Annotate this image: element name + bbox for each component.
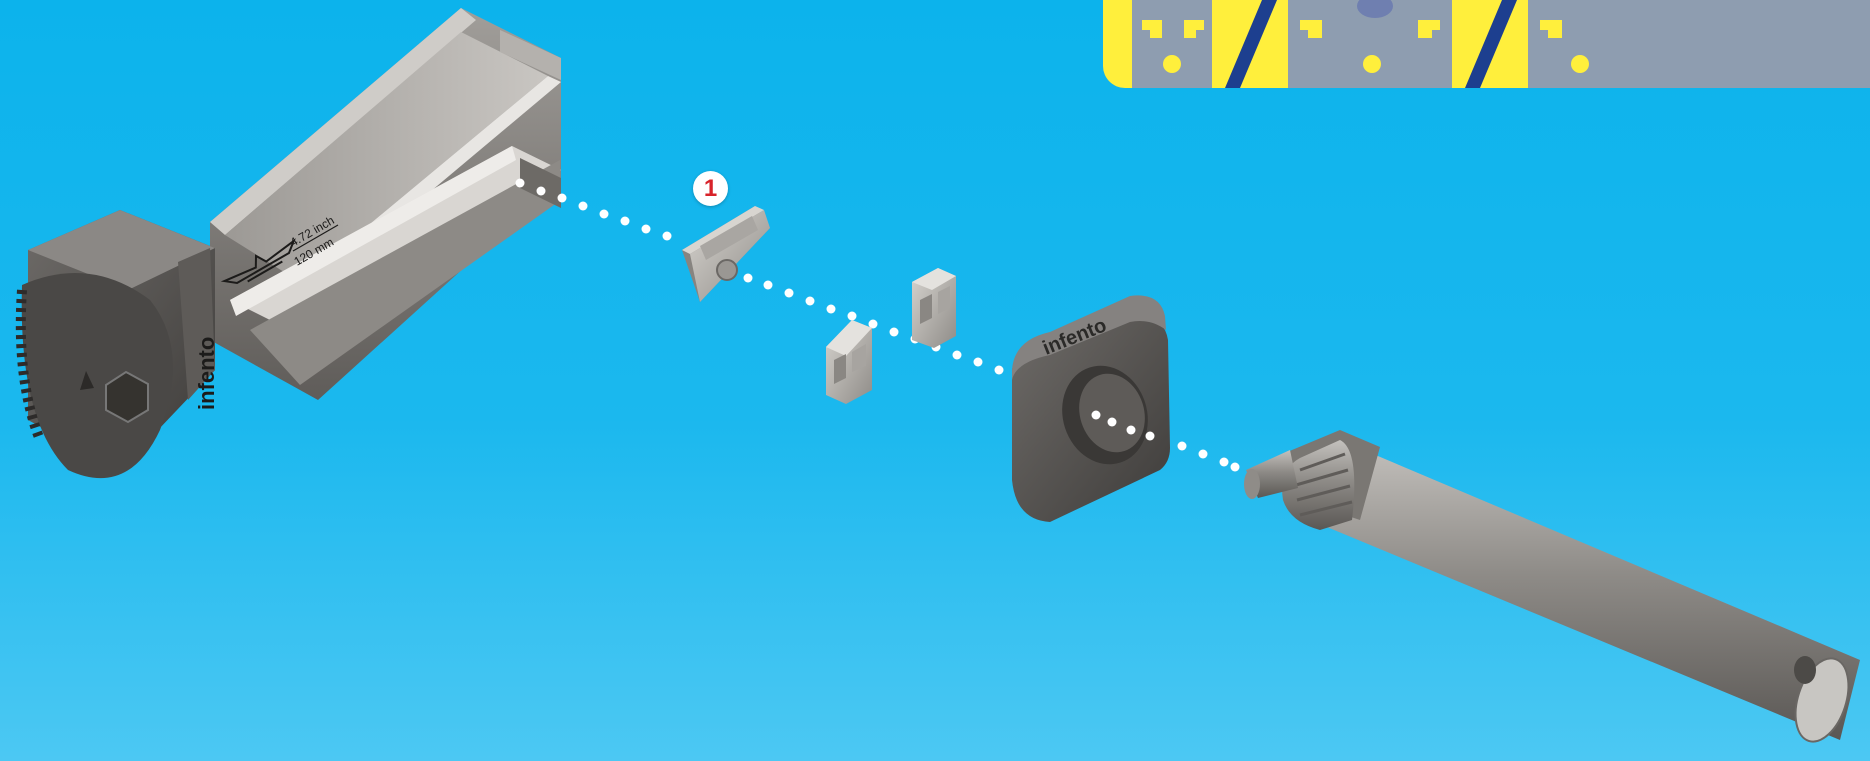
assembly-path-1 xyxy=(515,178,672,241)
rotating-hub-block xyxy=(15,210,215,479)
axle-spline xyxy=(1282,440,1355,530)
banner-divider-1 xyxy=(1225,0,1277,88)
t-block-left xyxy=(826,320,872,404)
profile-section-2 xyxy=(1288,0,1452,88)
assembly-path-bore xyxy=(1091,410,1155,441)
infento-wing-logo-icon xyxy=(220,238,296,285)
assembly-path-2 xyxy=(743,273,1004,375)
profile-brand-label: infento xyxy=(194,337,219,410)
profile-banner xyxy=(1103,0,1870,88)
square-hub: infento xyxy=(1012,295,1170,522)
t-block-right xyxy=(912,268,956,348)
direction-arrow-icon xyxy=(80,371,94,390)
profile-section-1 xyxy=(1132,0,1212,88)
aluminium-profile xyxy=(210,8,561,400)
axle-shaft xyxy=(1244,430,1860,743)
slot-nut-hole xyxy=(716,259,738,281)
slot-nut xyxy=(682,206,770,302)
profile-section-3 xyxy=(1528,0,1870,88)
hex-socket-icon xyxy=(105,370,149,424)
toothed-wheel xyxy=(21,273,173,479)
banner-divider-2 xyxy=(1465,0,1517,88)
step-number-badge: 1 xyxy=(693,171,728,206)
length-divider xyxy=(292,224,339,252)
axle-cross-hole xyxy=(1794,656,1816,684)
